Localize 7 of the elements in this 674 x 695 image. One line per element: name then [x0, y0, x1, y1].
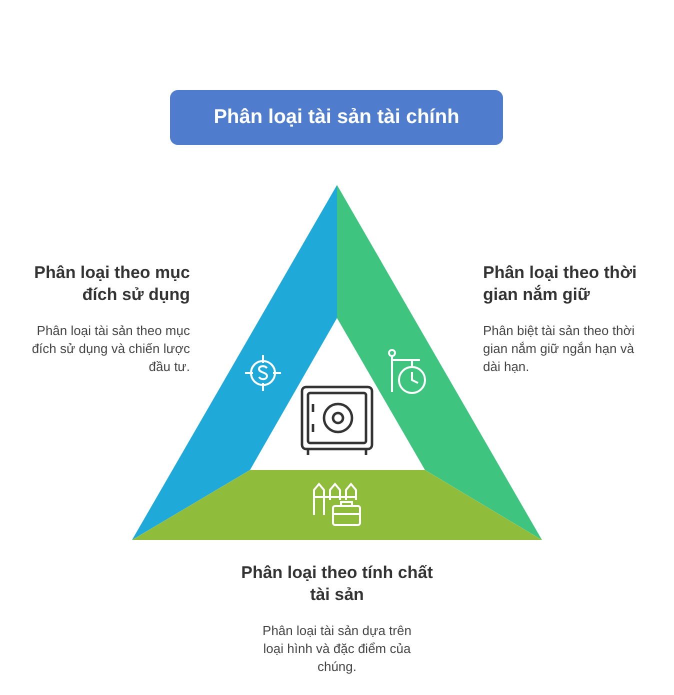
title-banner: Phân loại tài sản tài chính [170, 90, 503, 145]
section-description: Phân loại tài sản theo mục đích sử dụng và chiến lược đầu tư. [30, 322, 190, 376]
section-description: Phân biệt tài sản theo thời gian nắm giữ ngắn hạn và dài hạn. [483, 322, 636, 376]
section-heading: Phân loại theo mục đích sử dụng [33, 262, 190, 306]
section-heading: Phân loại theo tính chất tài sản [240, 562, 434, 606]
section-description: Phân loại tài sản dựa trên loại hình và đặc điểm của chúng. [262, 622, 412, 676]
section-heading: Phân loại theo thời gian nắm giữ [483, 262, 638, 306]
